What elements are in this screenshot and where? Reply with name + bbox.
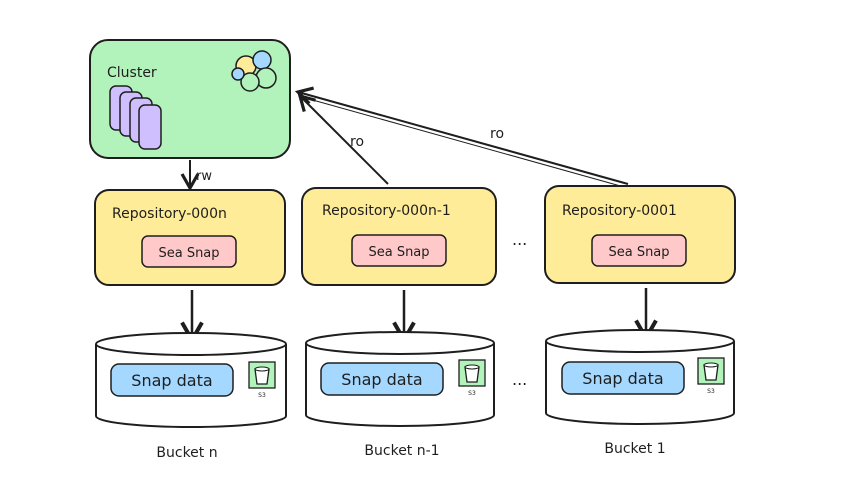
s3-caption: S3 xyxy=(707,388,715,395)
edge-rw: rw xyxy=(180,160,212,192)
bucket-cylinder: Snap data S3 xyxy=(95,332,287,428)
edge-ro-repo1: ro xyxy=(294,86,629,188)
repository-box: Repository-000n-1 Sea Snap xyxy=(301,187,497,286)
bucket-cylinder: Snap data S3 xyxy=(545,329,735,425)
edge-ro-repo2: ro xyxy=(297,93,389,185)
cluster-label: Cluster xyxy=(107,65,157,81)
cluster-box: Cluster xyxy=(89,39,291,159)
s3-bucket-icon xyxy=(248,361,276,389)
bucket-cylinder: Snap data S3 xyxy=(305,331,495,427)
bucket-label: Bucket n xyxy=(156,445,217,461)
sea-snap-label: Sea Snap xyxy=(158,246,219,261)
buckets-ellipsis: ... xyxy=(512,370,527,389)
repository-label: Repository-000n-1 xyxy=(322,203,451,219)
snap-data-label: Snap data xyxy=(341,370,422,389)
s3-caption: S3 xyxy=(258,392,266,399)
sea-snap-label: Sea Snap xyxy=(608,245,669,260)
s3-bucket-icon xyxy=(697,357,725,385)
repositories-ellipsis: ... xyxy=(512,230,527,249)
bucket-label: Bucket 1 xyxy=(604,441,665,457)
repository-label: Repository-0001 xyxy=(562,203,677,219)
cluster-logo-icon xyxy=(231,50,277,92)
edge-ro-repo2-label: ro xyxy=(350,134,364,150)
s3-bucket-icon xyxy=(458,359,486,387)
snap-data-label: Snap data xyxy=(131,371,212,390)
sea-snap-label: Sea Snap xyxy=(368,245,429,260)
edge-rw-label: rw xyxy=(196,169,212,184)
edge-ro-repo1-label: ro xyxy=(490,126,504,142)
repository-box: Repository-000n Sea Snap xyxy=(94,189,286,286)
s3-caption: S3 xyxy=(468,390,476,397)
nodes-stack-icon xyxy=(109,85,162,150)
snap-data-label: Snap data xyxy=(582,369,663,388)
bucket-label: Bucket n-1 xyxy=(364,443,439,459)
repository-box: Repository-0001 Sea Snap xyxy=(544,185,736,284)
repository-label: Repository-000n xyxy=(112,206,227,222)
